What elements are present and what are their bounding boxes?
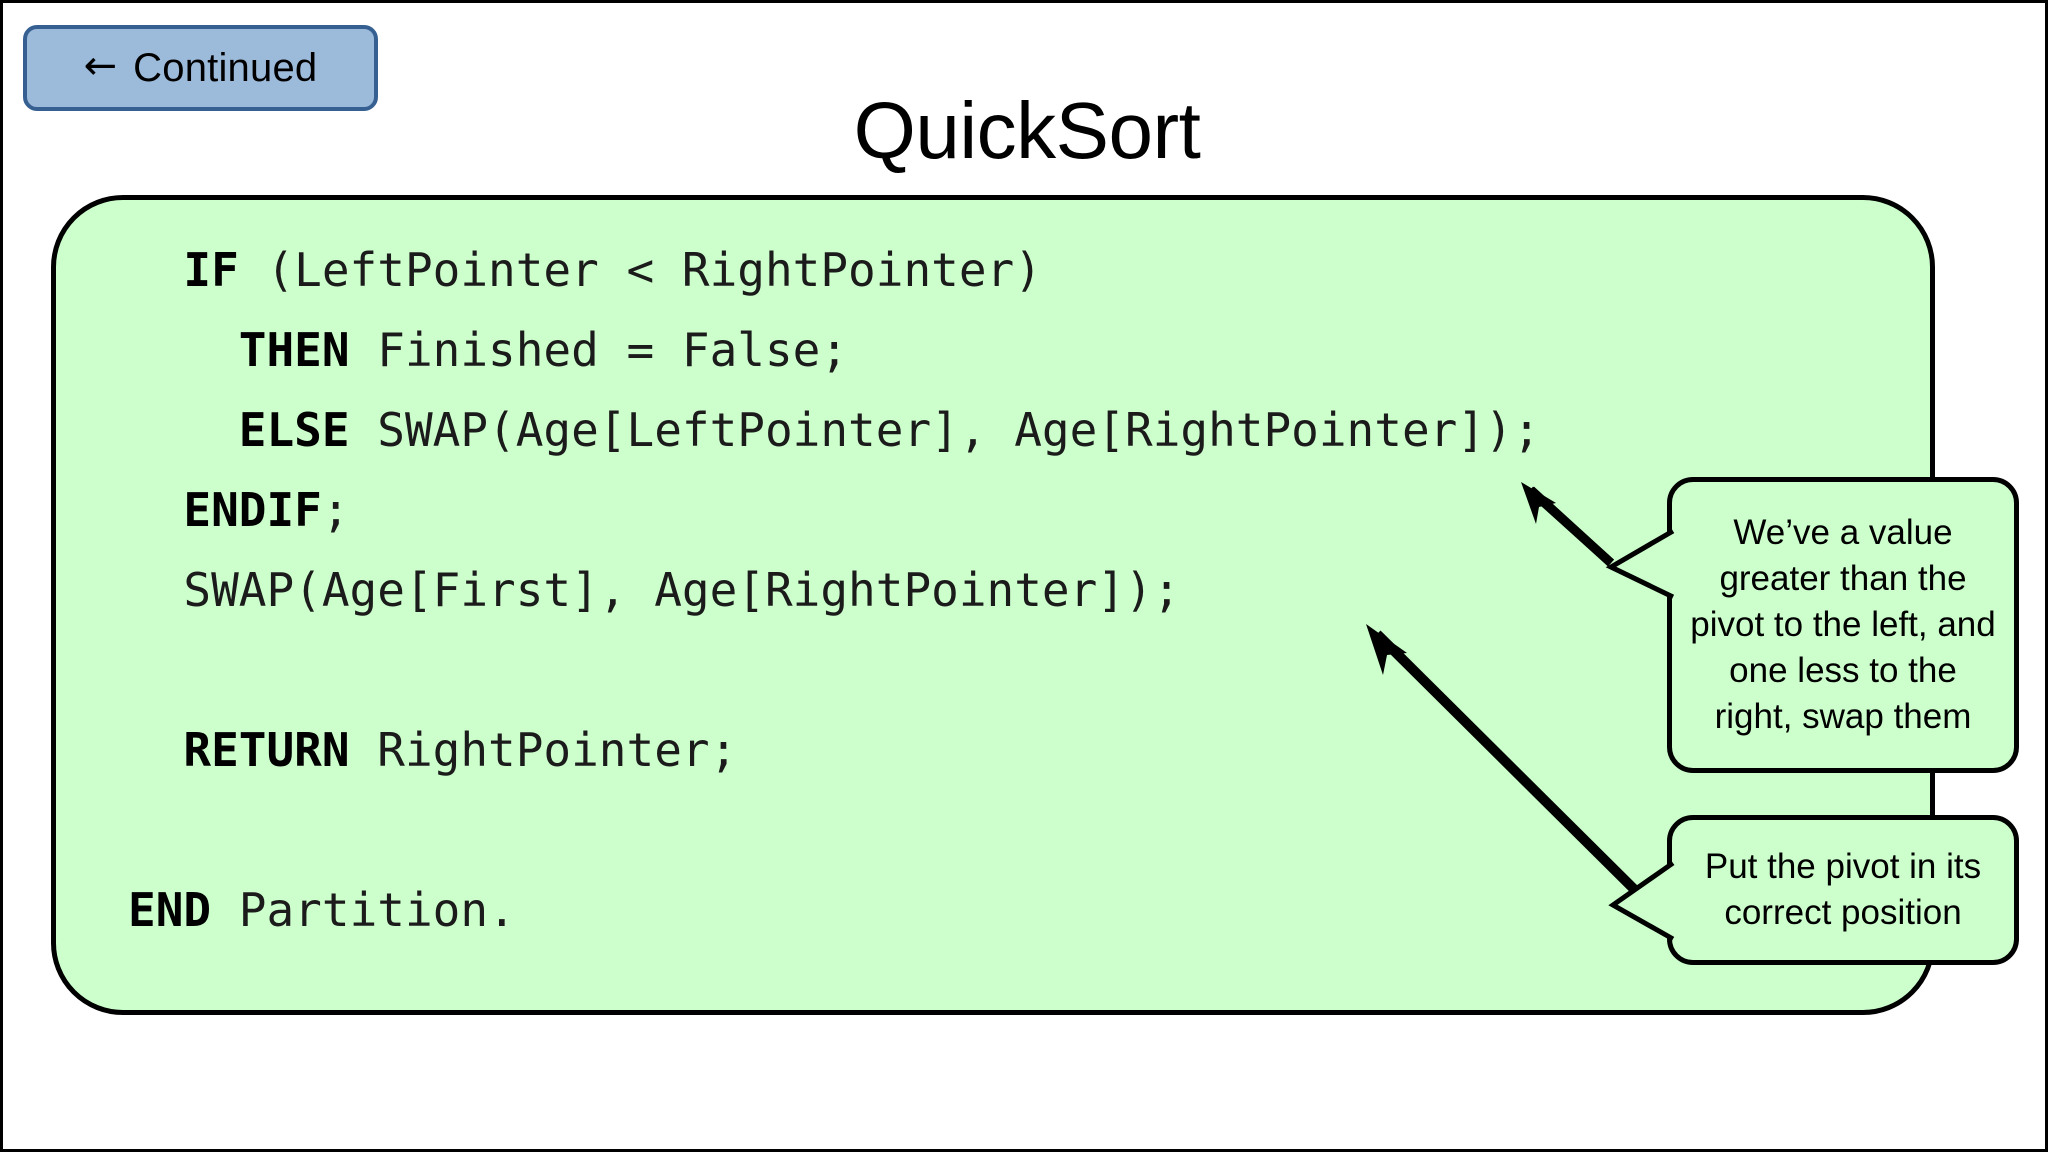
code-text: SWAP(Age[First], Age[RightPointer]); [183,563,1181,617]
callout-pivot-text: Put the pivot in its correct position [1704,847,1982,932]
callout-pivot[interactable]: Put the pivot in its correct position [1667,815,2019,965]
code-indent [128,483,183,537]
code-text: RightPointer; [349,723,738,777]
code-line: SWAP(Age[First], Age[RightPointer]); [56,550,1930,630]
callout-swap-text: We’ve a value greater than the pivot to … [1690,513,1996,736]
code-indent [128,723,183,777]
callout-swap[interactable]: We’ve a value greater than the pivot to … [1667,477,2019,773]
page-title: QuickSort [853,86,1201,175]
code-keyword: ENDIF [183,483,322,537]
code-indent [128,243,183,297]
code-text: ; [321,483,350,537]
code-keyword: IF [183,243,239,297]
code-line [56,790,1930,870]
code-text: (LeftPointer < RightPointer) [238,243,1042,297]
code-line: ELSE SWAP(Age[LeftPointer], Age[RightPoi… [56,390,1930,470]
code-keyword: RETURN [183,723,350,777]
code-line: IF (LeftPointer < RightPointer) [56,230,1930,310]
continued-button[interactable]: ← Continued [23,25,378,111]
pseudocode-panel: IF (LeftPointer < RightPointer) THEN Fin… [51,195,1935,1015]
code-line: THEN Finished = False; [56,310,1930,390]
code-keyword: ELSE [238,403,350,457]
arrow-left-icon: ← [83,43,118,89]
code-indent [128,563,183,617]
code-keyword: END [128,883,212,937]
code-indent [128,323,239,377]
continued-button-label: Continued [133,45,318,90]
code-text: SWAP(Age[LeftPointer], Age[RightPointer]… [349,403,1541,457]
code-line [56,630,1930,710]
code-text: Finished = False; [349,323,849,377]
code-line: ENDIF; [56,470,1930,550]
code-indent [128,403,239,457]
code-keyword: THEN [238,323,350,377]
code-line: RETURN RightPointer; [56,710,1930,790]
pseudocode-lines: IF (LeftPointer < RightPointer) THEN Fin… [56,230,1930,950]
code-line: END Partition. [56,870,1930,950]
code-text: Partition. [211,883,516,937]
